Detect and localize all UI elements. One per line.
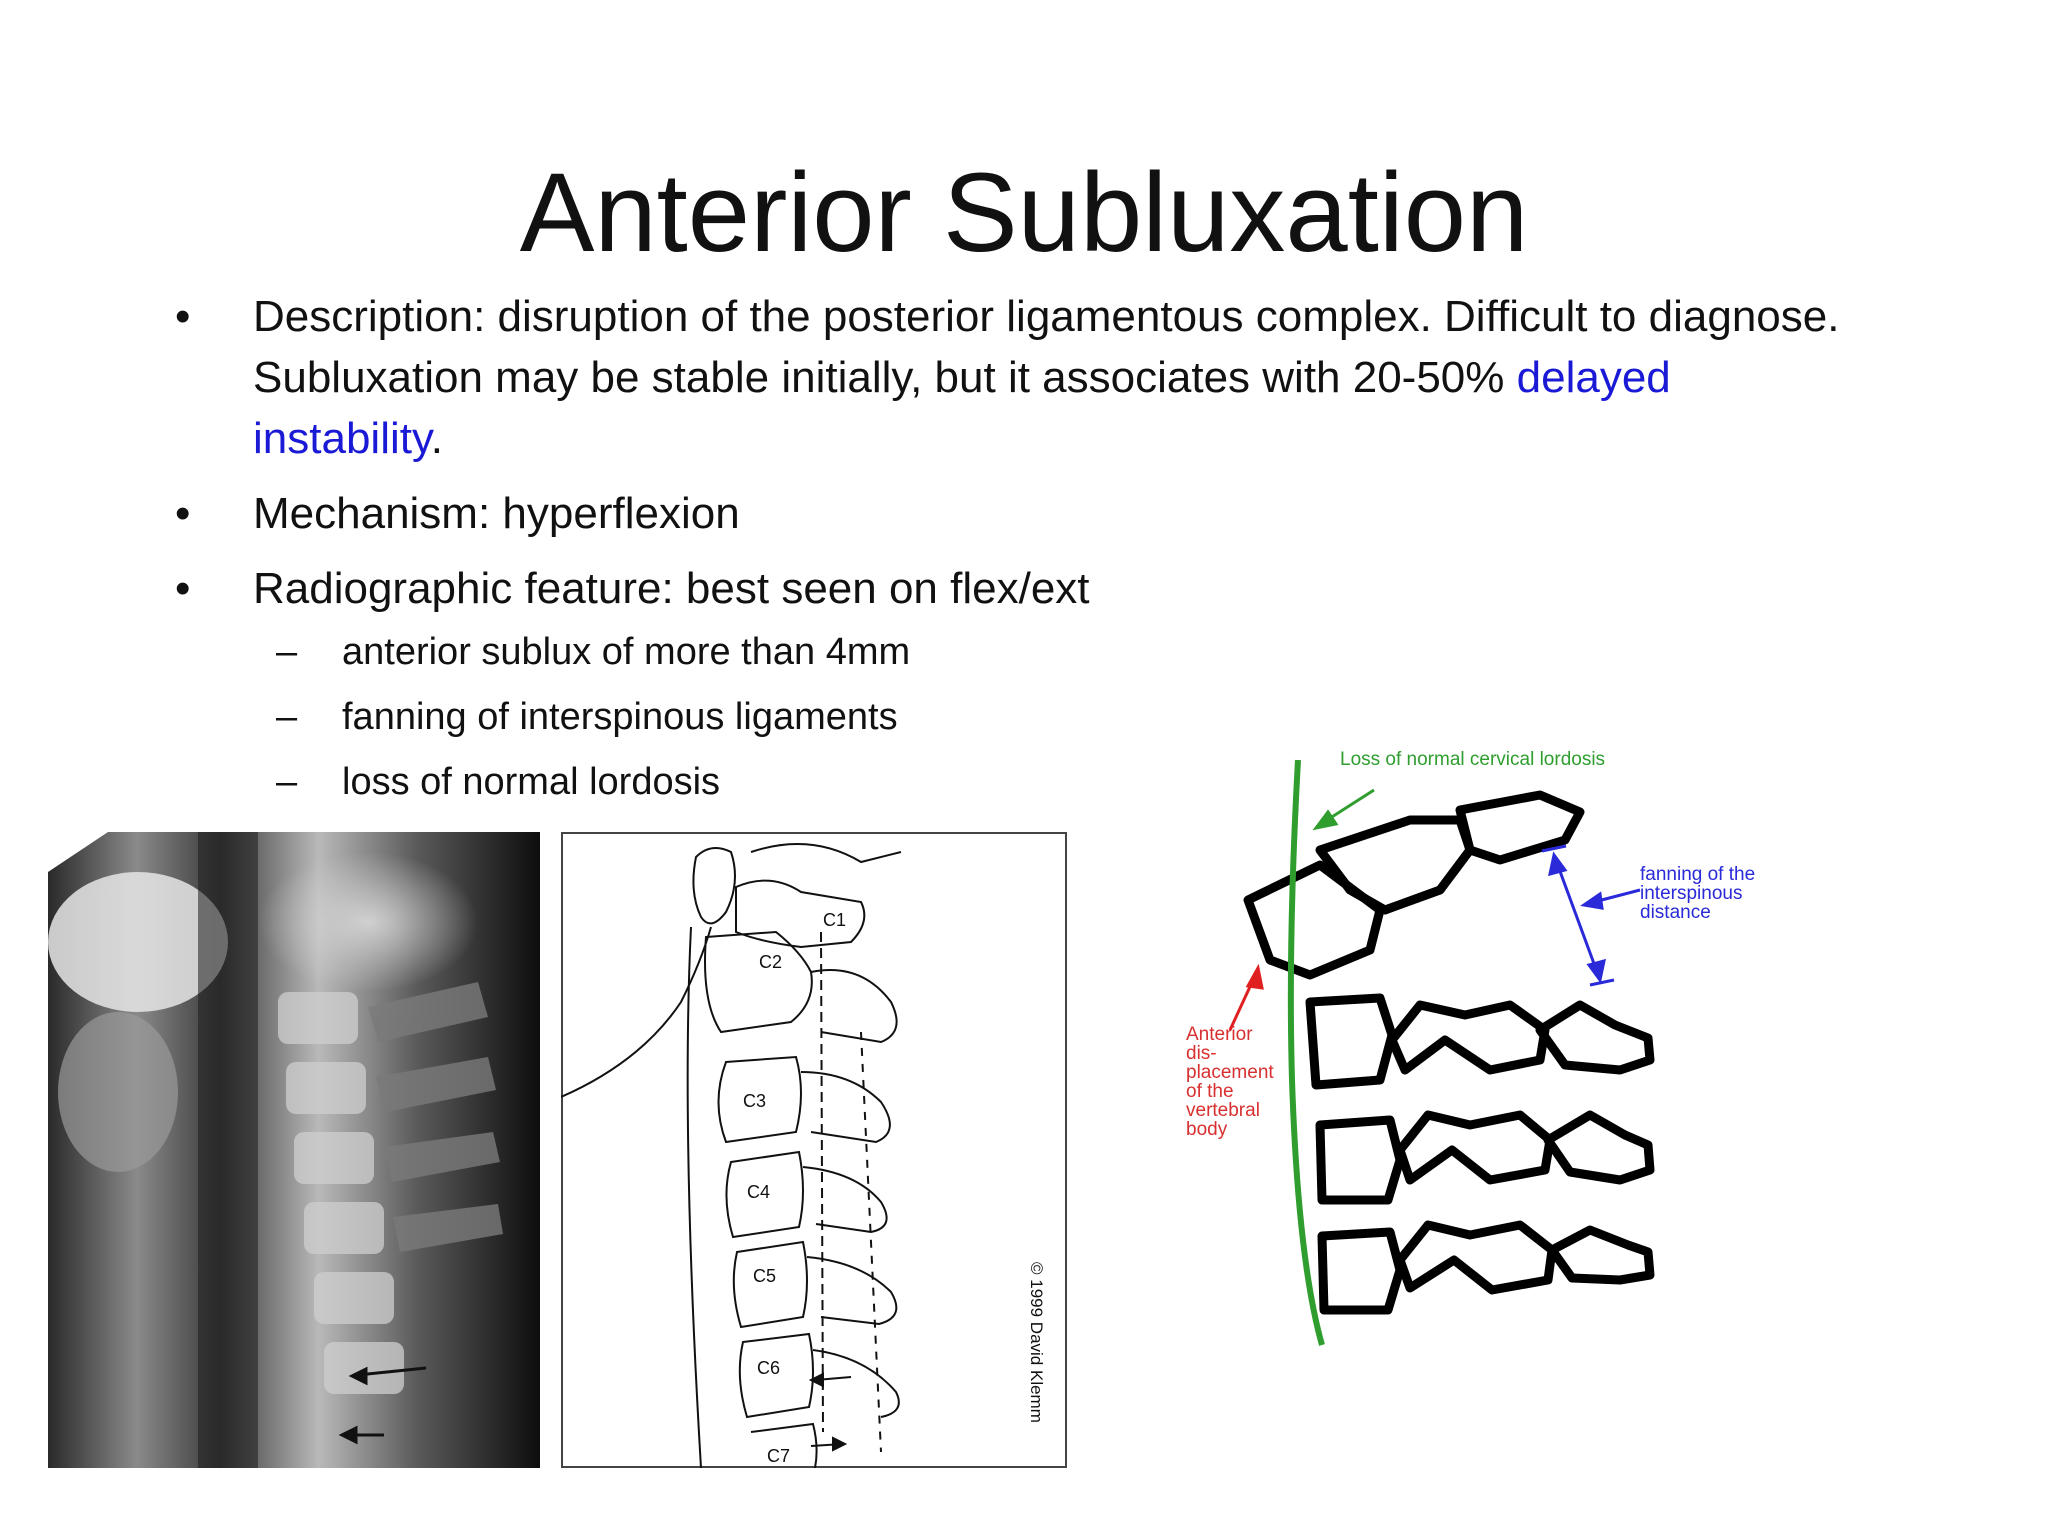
anterior-label-line-2: dis- xyxy=(1186,1043,1217,1064)
subluxation-schematic-diagram: Loss of normal cervical lordosis fanning… xyxy=(1186,749,1755,1346)
slide-title: Anterior Subluxation xyxy=(519,150,1529,275)
bullet-marker: • xyxy=(175,564,191,613)
anterior-label-line-3: placement xyxy=(1186,1062,1274,1083)
sub-bullet-list: – anterior sublux of more than 4mm – fan… xyxy=(276,628,910,823)
label-c3: C3 xyxy=(743,1091,766,1111)
bullet-description: • Description: disruption of the posteri… xyxy=(175,286,1855,469)
fanning-label-line-1: fanning of the xyxy=(1640,864,1755,885)
anterior-label-line-5: vertebral xyxy=(1186,1100,1260,1121)
sub-bullet-text: anterior sublux of more than 4mm xyxy=(342,631,911,673)
bullet-description-period: . xyxy=(430,414,443,463)
bullet-marker: • xyxy=(175,292,191,341)
bullet-radiographic: • Radiographic feature: best seen on fle… xyxy=(175,558,1855,619)
bullet-list: • Description: disruption of the posteri… xyxy=(175,286,1855,633)
bullet-radiographic-text: Radiographic feature: best seen on flex/… xyxy=(253,564,1090,613)
label-c7: C7 xyxy=(767,1446,790,1466)
copyright-text: © 1999 David Klemm xyxy=(1027,1262,1046,1423)
sub-bullet-fanning: – fanning of interspinous ligaments xyxy=(276,693,910,741)
sub-bullet-sublux: – anterior sublux of more than 4mm xyxy=(276,628,910,676)
label-c6: C6 xyxy=(757,1358,780,1378)
fanning-label-line-3: distance xyxy=(1640,902,1711,923)
label-c2: C2 xyxy=(759,952,782,972)
bullet-description-text: Description: disruption of the posterior… xyxy=(253,292,1840,402)
delayed-instability-link[interactable]: delayed instability xyxy=(253,353,1671,463)
dash-marker: – xyxy=(276,761,298,803)
cervical-spine-line-drawing: C1 C2 C3 C4 C5 C6 C7 xyxy=(561,832,1067,1468)
lordosis-label: Loss of normal cervical lordosis xyxy=(1340,749,1605,770)
anterior-label-line-4: of the xyxy=(1186,1081,1234,1102)
bullet-mechanism-text: Mechanism: hyperflexion xyxy=(253,489,740,538)
sub-bullet-text: fanning of interspinous ligaments xyxy=(342,696,898,738)
bullet-marker: • xyxy=(175,489,191,538)
sub-bullet-text: loss of normal lordosis xyxy=(342,761,721,803)
sub-bullet-lordosis: – loss of normal lordosis xyxy=(276,758,910,806)
label-c5: C5 xyxy=(753,1266,776,1286)
fanning-label-line-2: interspinous xyxy=(1640,883,1742,904)
dash-marker: – xyxy=(276,631,298,673)
anterior-label-line-6: body xyxy=(1186,1119,1228,1140)
bullet-mechanism: • Mechanism: hyperflexion xyxy=(175,483,1855,544)
label-c4: C4 xyxy=(747,1182,770,1202)
anterior-label-line-1: Anterior xyxy=(1186,1024,1253,1045)
cervical-spine-xray-image xyxy=(48,832,540,1468)
label-c1: C1 xyxy=(823,910,846,930)
dash-marker: – xyxy=(276,696,298,738)
